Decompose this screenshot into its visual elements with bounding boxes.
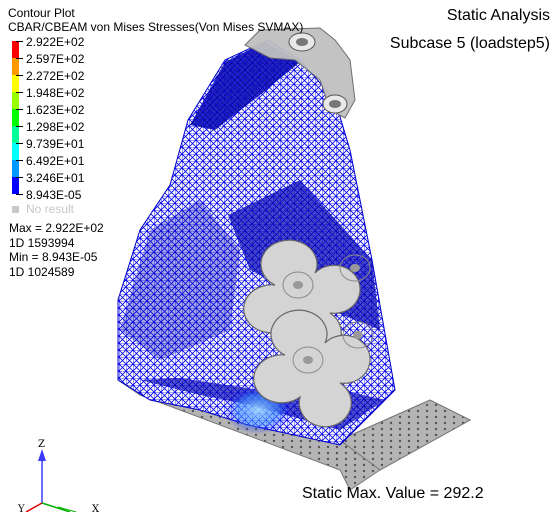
static-max-value: Static Max. Value = 292.2: [302, 485, 484, 502]
legend-swatch: [12, 143, 19, 160]
min-element-id: 1D 1024589: [9, 264, 75, 279]
legend-swatch: [12, 109, 19, 126]
legend-level-label: 2.597E+02: [26, 52, 85, 66]
top-mounts: [244, 27, 356, 119]
contour-legend[interactable]: 2.922E+02 2.597E+02 2.272E+02 1.948E+02 …: [10, 36, 120, 221]
legend-tick: [16, 160, 23, 161]
legend-level-label: 8.943E-05: [26, 188, 82, 202]
no-result-swatch: [12, 206, 19, 213]
max-element-id: 1D 1593994: [9, 235, 75, 250]
legend-swatch: [12, 126, 19, 143]
legend-level-label: 1.948E+02: [26, 86, 85, 100]
legend-level-label: 1.623E+02: [26, 103, 85, 117]
triad-y-label: Y: [18, 504, 25, 512]
legend-swatch: [12, 41, 19, 58]
legend-tick: [16, 75, 23, 76]
legend-swatch: [12, 58, 19, 75]
legend-level-label: 1.298E+02: [26, 120, 85, 134]
legend-level-label: 9.739E+01: [26, 137, 85, 151]
result-stats: Max = 2.922E+02 1D 1593994 Min = 8.943E-…: [9, 221, 104, 279]
legend-tick: [16, 177, 23, 178]
legend-tick: [16, 126, 23, 127]
legend-level-label: 2.922E+02: [26, 35, 85, 49]
legend-swatch: [12, 75, 19, 92]
legend-tick: [16, 92, 23, 93]
analysis-title: Static Analysis: [446, 7, 550, 24]
max-value-line: Max = 2.922E+02: [9, 221, 104, 235]
triad-z-label: Z: [38, 439, 45, 450]
subcase-label: Subcase 5 (loadstep5): [389, 35, 550, 52]
triad-x-label: X: [92, 504, 100, 512]
legend-swatch: [12, 92, 19, 109]
z-axis-arrow: [38, 449, 46, 461]
legend-level-label: 6.492E+01: [26, 154, 85, 168]
legend-color-bar: [12, 41, 19, 194]
no-result-label: No result: [26, 202, 75, 216]
plot-subtitle: CBAR/CBEAM von Mises Stresses(Von Mises …: [8, 20, 304, 34]
legend-swatch: [12, 177, 19, 194]
disc-brackets: [243, 239, 374, 428]
plot-title: Contour Plot: [8, 6, 75, 20]
legend-tick: [16, 41, 23, 42]
min-value-line: Min = 8.943E-05: [9, 250, 98, 264]
legend-level-label: 2.272E+02: [26, 69, 85, 83]
legend-tick: [16, 109, 23, 110]
axis-triad: Z Y X: [17, 433, 128, 515]
legend-tick: [16, 143, 23, 144]
triad-graphic: Z Y X: [17, 439, 100, 515]
legend-tick: [16, 58, 23, 59]
legend-swatch: [12, 160, 19, 177]
legend-tick: [16, 194, 23, 195]
legend-level-label: 3.246E+01: [26, 171, 85, 185]
